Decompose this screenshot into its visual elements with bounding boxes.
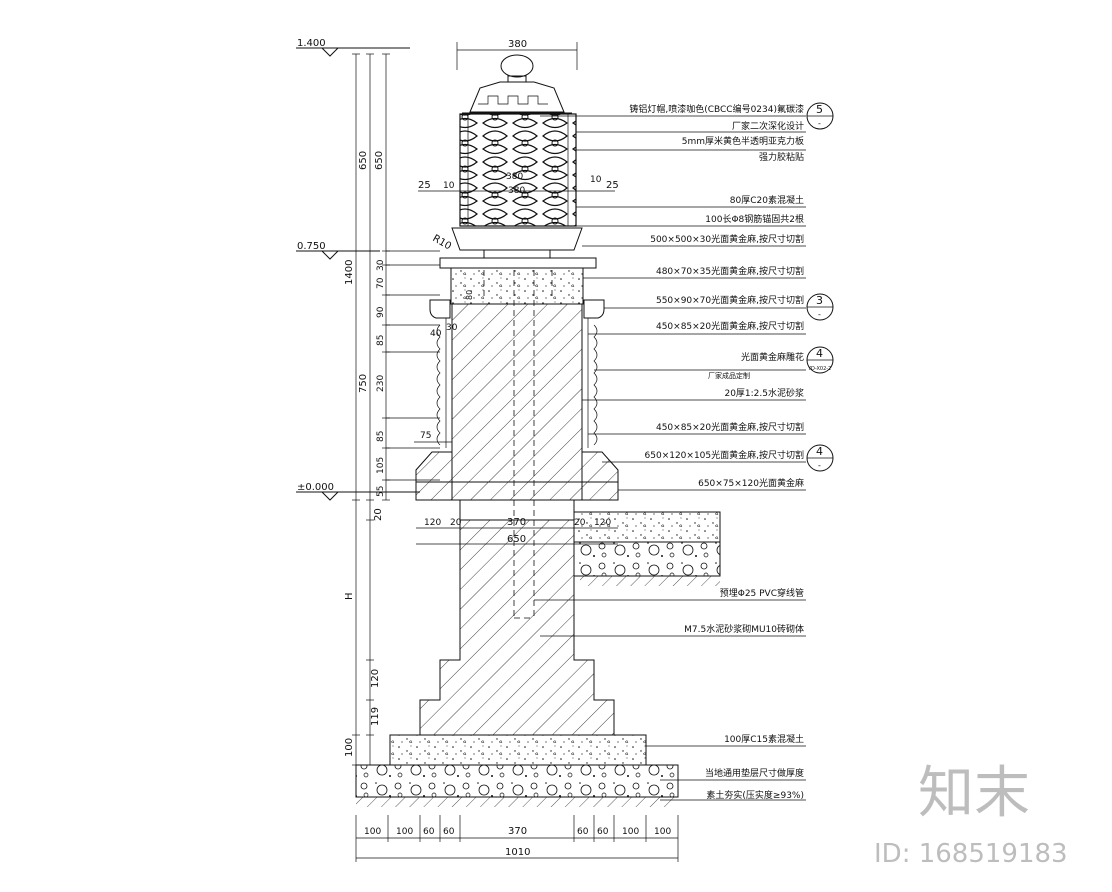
callout-3: 3 - <box>806 293 834 321</box>
dim-label: 85 <box>376 431 386 442</box>
dim-label: 650 <box>358 151 369 170</box>
dim-label: 100 <box>364 827 381 837</box>
dim-label: 120 <box>594 518 611 528</box>
annotation: 光面黄金麻雕花 <box>741 351 804 363</box>
annotation: 素土夯实(压实度≥93%) <box>706 789 804 801</box>
annotation: 5mm厚米黄色半透明亚克力板 <box>682 135 804 147</box>
dim-label: 90 <box>376 306 386 318</box>
annotation: 预埋Φ25 PVC穿线管 <box>720 587 804 599</box>
dim-label: 370 <box>507 517 526 528</box>
dim-label: 60 <box>577 827 589 837</box>
dim-label: 370 <box>508 826 527 837</box>
watermark: 知末 ID: 168519183 <box>874 761 1068 869</box>
dim-label: 75 <box>420 431 431 441</box>
mid-dimension-row: 120 20 370 20 120 650 <box>416 517 618 545</box>
callout-5: 5 - <box>806 102 834 130</box>
annotation: 厂家二次深化设计 <box>732 120 804 132</box>
dim-label: 30 <box>446 323 458 333</box>
dim-label: 1400 <box>344 260 355 285</box>
annotation: 650×120×105光面黄金麻,按尺寸切割 <box>645 449 804 461</box>
watermark-id: ID: 168519183 <box>874 839 1068 869</box>
dim-label: 650 <box>507 534 526 545</box>
dim-label: 100 <box>344 738 355 757</box>
annotation: 强力胶粘贴 <box>759 151 804 163</box>
dim-label: 85 <box>376 335 386 346</box>
elevation-marker-0750: 0.750 <box>296 241 380 260</box>
dim-label: 80 <box>465 290 474 300</box>
callout-sub: - <box>818 310 821 319</box>
column-body: 80 40 30 75 <box>414 257 619 736</box>
dim-label: 120 <box>370 669 381 688</box>
annotation: 80厚C20素混凝土 <box>730 194 804 206</box>
paving-section <box>573 511 721 586</box>
elevation-marker-1400: 1.400 <box>296 38 410 57</box>
dim-label: 25 <box>606 180 619 191</box>
leader-lines <box>534 115 806 801</box>
dim-label: 20 <box>373 508 384 521</box>
annotation: 480×70×35光面黄金麻,按尺寸切割 <box>656 265 804 277</box>
dim-label: 750 <box>358 374 369 393</box>
annotation: 厂家成品定制 <box>708 371 750 380</box>
callout-sub: YD-X02-2 <box>807 366 831 372</box>
callout-sub: - <box>818 119 821 128</box>
dim-label: 105 <box>376 457 386 474</box>
annotation: 650×75×120光面黄金麻 <box>698 477 804 489</box>
dim-label: 25 <box>418 180 431 191</box>
foundation <box>355 734 679 807</box>
dim-label: 380 <box>508 39 527 50</box>
annotation: 550×90×70光面黄金麻,按尺寸切割 <box>656 294 804 306</box>
annotation: M7.5水泥砂浆砌MU10砖砌体 <box>684 623 804 635</box>
dim-label: 55 <box>376 486 386 497</box>
dim-label: 20 <box>574 518 586 528</box>
annotation: 500×500×30光面黄金麻,按尺寸切割 <box>650 233 804 245</box>
dim-label: 100 <box>654 827 671 837</box>
dim-label: 650 <box>374 151 385 170</box>
callout-sub: - <box>818 461 821 470</box>
dim-label: 120 <box>424 518 441 528</box>
elevation-marker-0000: ±0.000 <box>296 482 420 501</box>
dim-label: 60 <box>443 827 455 837</box>
dim-label: 60 <box>597 827 609 837</box>
elevation-label: ±0.000 <box>297 482 334 493</box>
left-dimension-chains: 1400 H 100 650 750 20 120 119 650 30 70 … <box>344 53 440 766</box>
annotation-list: 铸铝灯帽,喷漆咖色(CBCC编号0234)氟碳漆 厂家二次深化设计 5mm厚米黄… <box>629 103 804 801</box>
dim-label: 70 <box>376 277 386 289</box>
dim-label: 10 <box>590 175 602 185</box>
annotation: 450×85×20光面黄金麻,按尺寸切割 <box>656 320 804 332</box>
callout-number: 4 <box>816 347 823 360</box>
dim-label: H <box>344 592 355 600</box>
elevation-label: 1.400 <box>297 38 326 49</box>
elevation-label: 0.750 <box>297 241 326 252</box>
annotation: 100厚C15素混凝土 <box>724 733 804 745</box>
dim-label: 100 <box>396 827 413 837</box>
annotation: 铸铝灯帽,喷漆咖色(CBCC编号0234)氟碳漆 <box>629 103 804 115</box>
radius-label: R10 <box>431 233 454 252</box>
callout-number: 5 <box>816 103 823 116</box>
dim-label: 10 <box>443 181 455 191</box>
bottom-dimension-row: 100 100 60 60 370 60 60 100 100 1010 <box>355 815 679 862</box>
watermark-logo: 知末 <box>918 761 1030 826</box>
callout-number: 4 <box>816 445 823 458</box>
dim-label: 230 <box>376 375 386 392</box>
callout-4-lower: 4 - <box>806 444 834 472</box>
annotation: 当地通用垫层尺寸做厚度 <box>705 767 804 779</box>
dim-label: 1010 <box>505 847 530 858</box>
dim-label: 30 <box>376 259 386 271</box>
dim-label: 20 <box>450 518 462 528</box>
annotation: 20厚1:2.5水泥砂浆 <box>724 387 804 399</box>
dim-label: 100 <box>622 827 639 837</box>
dim-label: 40 <box>430 329 442 339</box>
dim-label: 60 <box>423 827 435 837</box>
callout-number: 3 <box>816 294 823 307</box>
callout-4-upper: 4 YD-X02-2 <box>806 346 834 374</box>
lamp-head: R10 <box>431 54 583 258</box>
annotation: 450×85×20光面黄金麻,按尺寸切割 <box>656 421 804 433</box>
annotation: 100长Φ8钢筋锚固共2根 <box>705 213 804 225</box>
dim-label: 119 <box>370 707 381 726</box>
